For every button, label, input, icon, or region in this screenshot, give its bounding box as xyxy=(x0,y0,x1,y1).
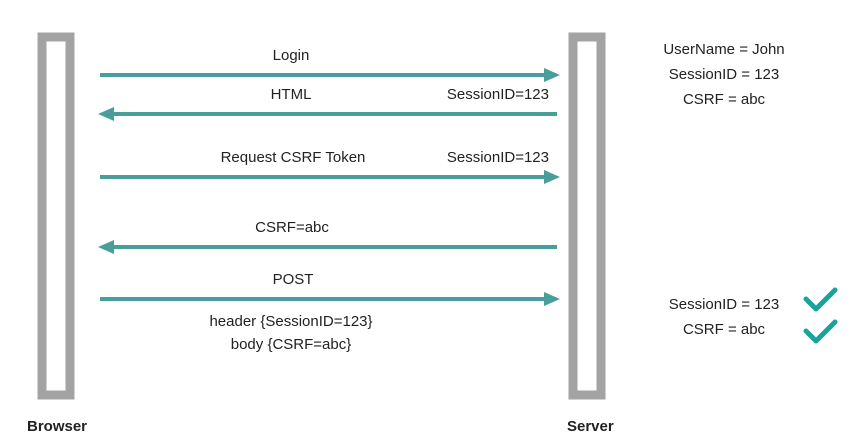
validation-csrf: CSRF = abc xyxy=(683,321,766,338)
html-label: HTML xyxy=(271,86,312,103)
server-lifeline xyxy=(568,32,606,400)
post-label: POST xyxy=(273,271,314,288)
request-csrf-label: Request CSRF Token xyxy=(221,149,366,166)
html-arrow xyxy=(98,107,557,121)
login-arrow xyxy=(100,68,560,82)
request-csrf-arrow xyxy=(100,170,560,184)
post-header-label: header {SessionID=123} xyxy=(209,313,372,330)
check-icon xyxy=(803,319,838,344)
server-session: SessionID = 123 xyxy=(669,66,780,83)
html-session-label: SessionID=123 xyxy=(447,86,549,103)
request-session-label: SessionID=123 xyxy=(447,149,549,166)
server-label: Server xyxy=(567,418,614,435)
server-csrf: CSRF = abc xyxy=(683,91,766,108)
check-icon xyxy=(803,287,838,312)
browser-lifeline xyxy=(37,32,75,400)
validation-session: SessionID = 123 xyxy=(669,296,780,313)
csrf-reply-arrow xyxy=(98,240,557,254)
server-username: UserName = John xyxy=(663,41,784,58)
post-body-label: body {CSRF=abc} xyxy=(231,336,352,353)
csrf-reply-label: CSRF=abc xyxy=(255,219,329,236)
post-arrow xyxy=(100,292,560,306)
login-label: Login xyxy=(273,47,310,64)
browser-label: Browser xyxy=(27,418,87,435)
